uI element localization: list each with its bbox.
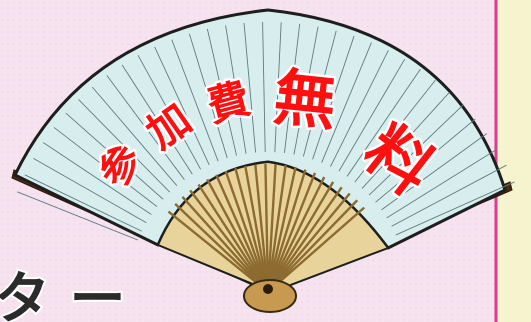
fan-label-char: 無 [270, 60, 339, 139]
side-panel [494, 0, 531, 322]
cropped-heading-text: タ ー [0, 267, 126, 322]
fan-ribs [167, 164, 366, 287]
fan-pivot-pin [263, 284, 273, 294]
fan-folds [17, 22, 515, 241]
fan-pivot [243, 279, 297, 313]
